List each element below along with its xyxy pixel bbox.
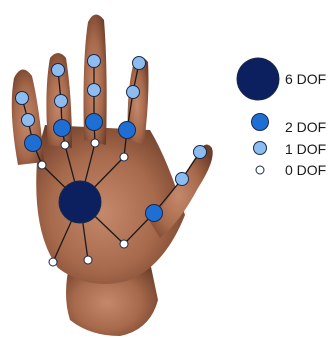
legend-label-0dof: 0 DOF (285, 162, 326, 178)
legend-marker-1dof (254, 142, 267, 155)
joint-0dof (61, 141, 69, 149)
joint-2dof (146, 205, 163, 222)
joint-1dof (52, 64, 65, 77)
legend-label-1dof: 1 DOF (285, 141, 326, 157)
joint-0dof (49, 258, 57, 266)
joint-2dof (25, 135, 42, 152)
legend-marker-0dof (256, 166, 264, 174)
joint-0dof (38, 161, 46, 169)
legend: 6 DOF 2 DOF 1 DOF 0 DOF (237, 58, 326, 178)
joint-1dof (22, 114, 35, 127)
joint-2dof (54, 120, 71, 137)
legend-label-6dof: 6 DOF (285, 71, 326, 87)
joint-1dof (16, 92, 29, 105)
joint-0dof (91, 139, 99, 147)
joint-1dof (194, 146, 207, 159)
legend-marker-6dof (237, 58, 279, 100)
joint-1dof (176, 173, 189, 186)
joint-0dof (120, 153, 128, 161)
root-joint-6dof (59, 181, 101, 223)
joint-1dof (55, 95, 68, 108)
joint-1dof (88, 55, 101, 68)
legend-marker-2dof (252, 114, 269, 131)
joint-0dof (120, 240, 128, 248)
joint-1dof (127, 86, 140, 99)
legend-label-2dof: 2 DOF (285, 119, 326, 135)
joint-2dof (119, 122, 136, 139)
joint-1dof (133, 57, 146, 70)
joint-2dof (86, 114, 103, 131)
joint-1dof (88, 84, 101, 97)
joint-0dof (84, 256, 92, 264)
palm-shape (36, 125, 185, 284)
